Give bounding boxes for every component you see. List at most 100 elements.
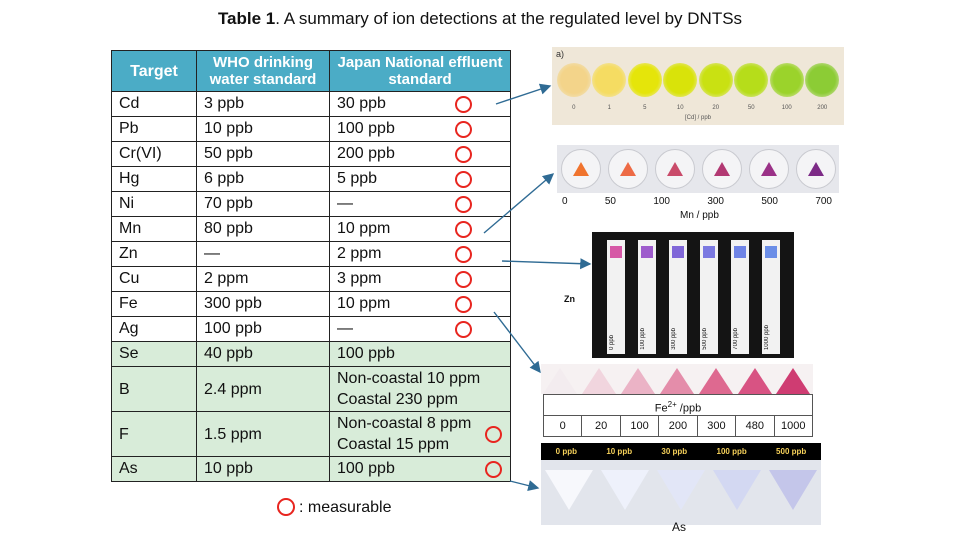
cell-who: 100 ppb — [196, 316, 330, 342]
as-label: 30 ppb — [661, 447, 688, 456]
fe-scale-value: 0 — [544, 416, 583, 436]
fe-scale-header: Fe2+ /ppb — [544, 395, 812, 416]
mn-sample-chip — [619, 162, 636, 176]
mn-unit: Mn / ppb — [680, 210, 719, 221]
legend: : measurable — [277, 498, 392, 517]
legend-text: : measurable — [299, 499, 392, 516]
zn-test-strip: 0 ppb — [606, 240, 625, 354]
as-label: 500 ppb — [776, 447, 807, 456]
red-circle-icon — [277, 498, 295, 516]
as-sample-chip — [769, 470, 817, 510]
measurable-circle-icon — [455, 171, 472, 188]
fe-sample-chip — [621, 368, 656, 394]
header-japan-text: Japan National effluent standard — [337, 54, 503, 88]
cell-target: Fe — [111, 291, 197, 317]
cell-japan-line: 3 ppm — [337, 270, 382, 287]
mn-sample-cup — [607, 149, 648, 189]
cell-who: 2 ppm — [196, 266, 330, 292]
cell-japan: 200 ppb — [329, 141, 511, 167]
as-sample-chip — [713, 470, 761, 510]
cd-tick-label: 20 — [712, 105, 720, 111]
zn-test-strip: 1000 ppb — [761, 240, 780, 354]
fe-sample-chip — [659, 368, 694, 394]
measurable-circle-icon — [455, 296, 472, 313]
cd-sample-dot — [769, 63, 804, 97]
cell-target: Pb — [111, 116, 197, 142]
cd-sample-dot — [734, 63, 769, 97]
arrow-mn — [483, 173, 555, 234]
header-who: WHO drinking water standard — [196, 50, 330, 92]
arrow-fe — [493, 311, 541, 374]
fe-sample-chip — [737, 368, 772, 394]
cd-unit: [Cd] / ppb — [684, 115, 711, 121]
measurable-circle-icon — [455, 221, 472, 238]
as-caption: As — [672, 520, 687, 534]
as-label: 0 ppb — [555, 447, 577, 456]
zn-strip-pad — [702, 246, 715, 258]
cell-target: B — [111, 366, 197, 412]
cell-japan: 5 ppb — [329, 166, 511, 192]
mn-tick-label: 700 — [815, 196, 832, 207]
cell-japan-line: 100 ppb — [337, 345, 395, 362]
as-sample-chip — [601, 470, 649, 510]
mn-tick-label: 0 — [562, 196, 568, 207]
mn-sample-cup — [701, 149, 742, 189]
mn-sample-chip — [572, 162, 589, 176]
cell-target: Se — [111, 341, 197, 367]
summary-table: Target WHO drinking water standard Japan… — [111, 50, 511, 482]
as-sample-chip — [545, 470, 593, 510]
arrow-as — [509, 480, 540, 492]
mn-sample-chip — [666, 162, 683, 176]
cell-japan-line: 30 ppb — [337, 95, 386, 112]
cell-japan-line: Non-coastal 10 ppm — [337, 370, 481, 387]
cell-target: Cd — [111, 91, 197, 117]
cell-japan-line: — — [337, 195, 353, 212]
zn-strip-pad — [764, 246, 777, 258]
mn-photo-panel — [557, 145, 839, 193]
mn-sample-cup — [560, 149, 601, 189]
mn-sample-cup — [654, 149, 695, 189]
mn-tick-label: 500 — [761, 196, 778, 207]
cd-sample-dot — [556, 63, 591, 97]
cd-tick-label: 100 — [781, 105, 792, 111]
arrow-cd — [495, 83, 552, 105]
mn-tick-label: 50 — [604, 196, 616, 207]
as-label: 100 ppb — [716, 447, 747, 456]
cell-target: Mn — [111, 216, 197, 242]
cd-sample-dot — [805, 63, 840, 97]
cd-tick-label: 10 — [676, 105, 684, 111]
title-text: . A summary of ion detections at the reg… — [275, 9, 743, 28]
fe-scale-value: 100 — [621, 416, 660, 436]
mn-sample-chip — [713, 162, 730, 176]
arrow-zn — [501, 258, 592, 270]
mn-tick-label: 300 — [707, 196, 724, 207]
figure-title: Table 1. A summary of ion detections at … — [0, 9, 960, 29]
fe-scale-value: 480 — [736, 416, 775, 436]
cell-japan-line: 200 ppb — [337, 145, 395, 162]
fe-header-main: Fe — [654, 402, 668, 415]
cell-japan: — — [329, 191, 511, 217]
cell-japan-line: 10 ppm — [337, 220, 391, 237]
cell-who: 2.4 ppm — [196, 366, 330, 412]
measurable-circle-icon — [455, 96, 472, 113]
cell-target: Zn — [111, 241, 197, 267]
measurable-circle-icon — [455, 271, 472, 288]
mn-sample-chip — [760, 162, 777, 176]
cell-who: 1.5 ppm — [196, 411, 330, 457]
cell-japan-line: 2 ppm — [337, 245, 382, 262]
cell-japan: 2 ppm — [329, 241, 511, 267]
zn-strip-pad — [609, 246, 622, 258]
cell-target: Ag — [111, 316, 197, 342]
